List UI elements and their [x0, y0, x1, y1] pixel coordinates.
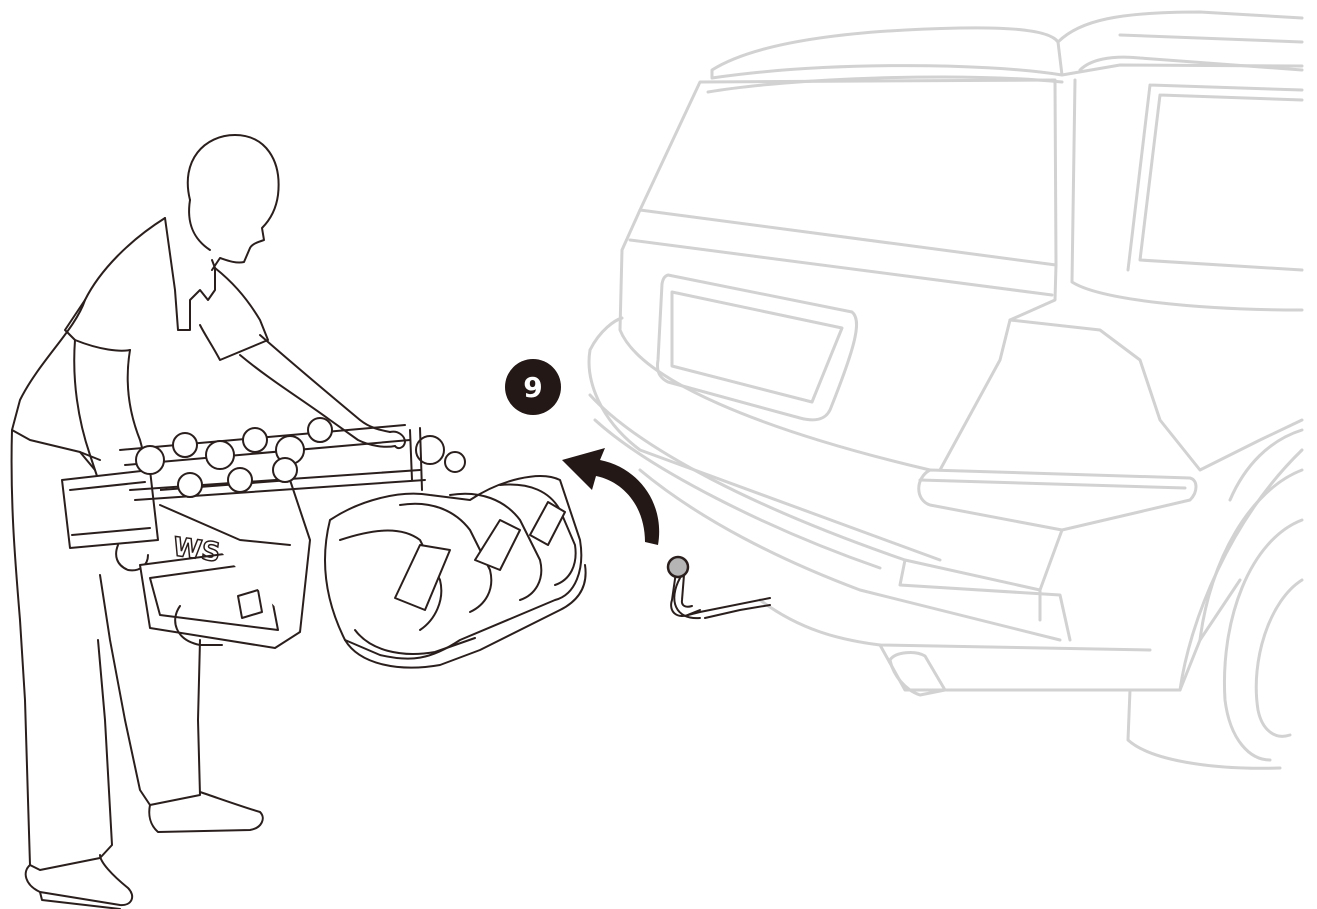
- arm-clamp: [136, 418, 465, 497]
- step-number-badge: 9: [505, 359, 561, 415]
- vehicle-rear-icon: [589, 12, 1302, 768]
- tow-ball-icon: [668, 557, 770, 618]
- step-number-label: 9: [523, 371, 542, 404]
- bike-carrier-icon: WS: [62, 418, 586, 668]
